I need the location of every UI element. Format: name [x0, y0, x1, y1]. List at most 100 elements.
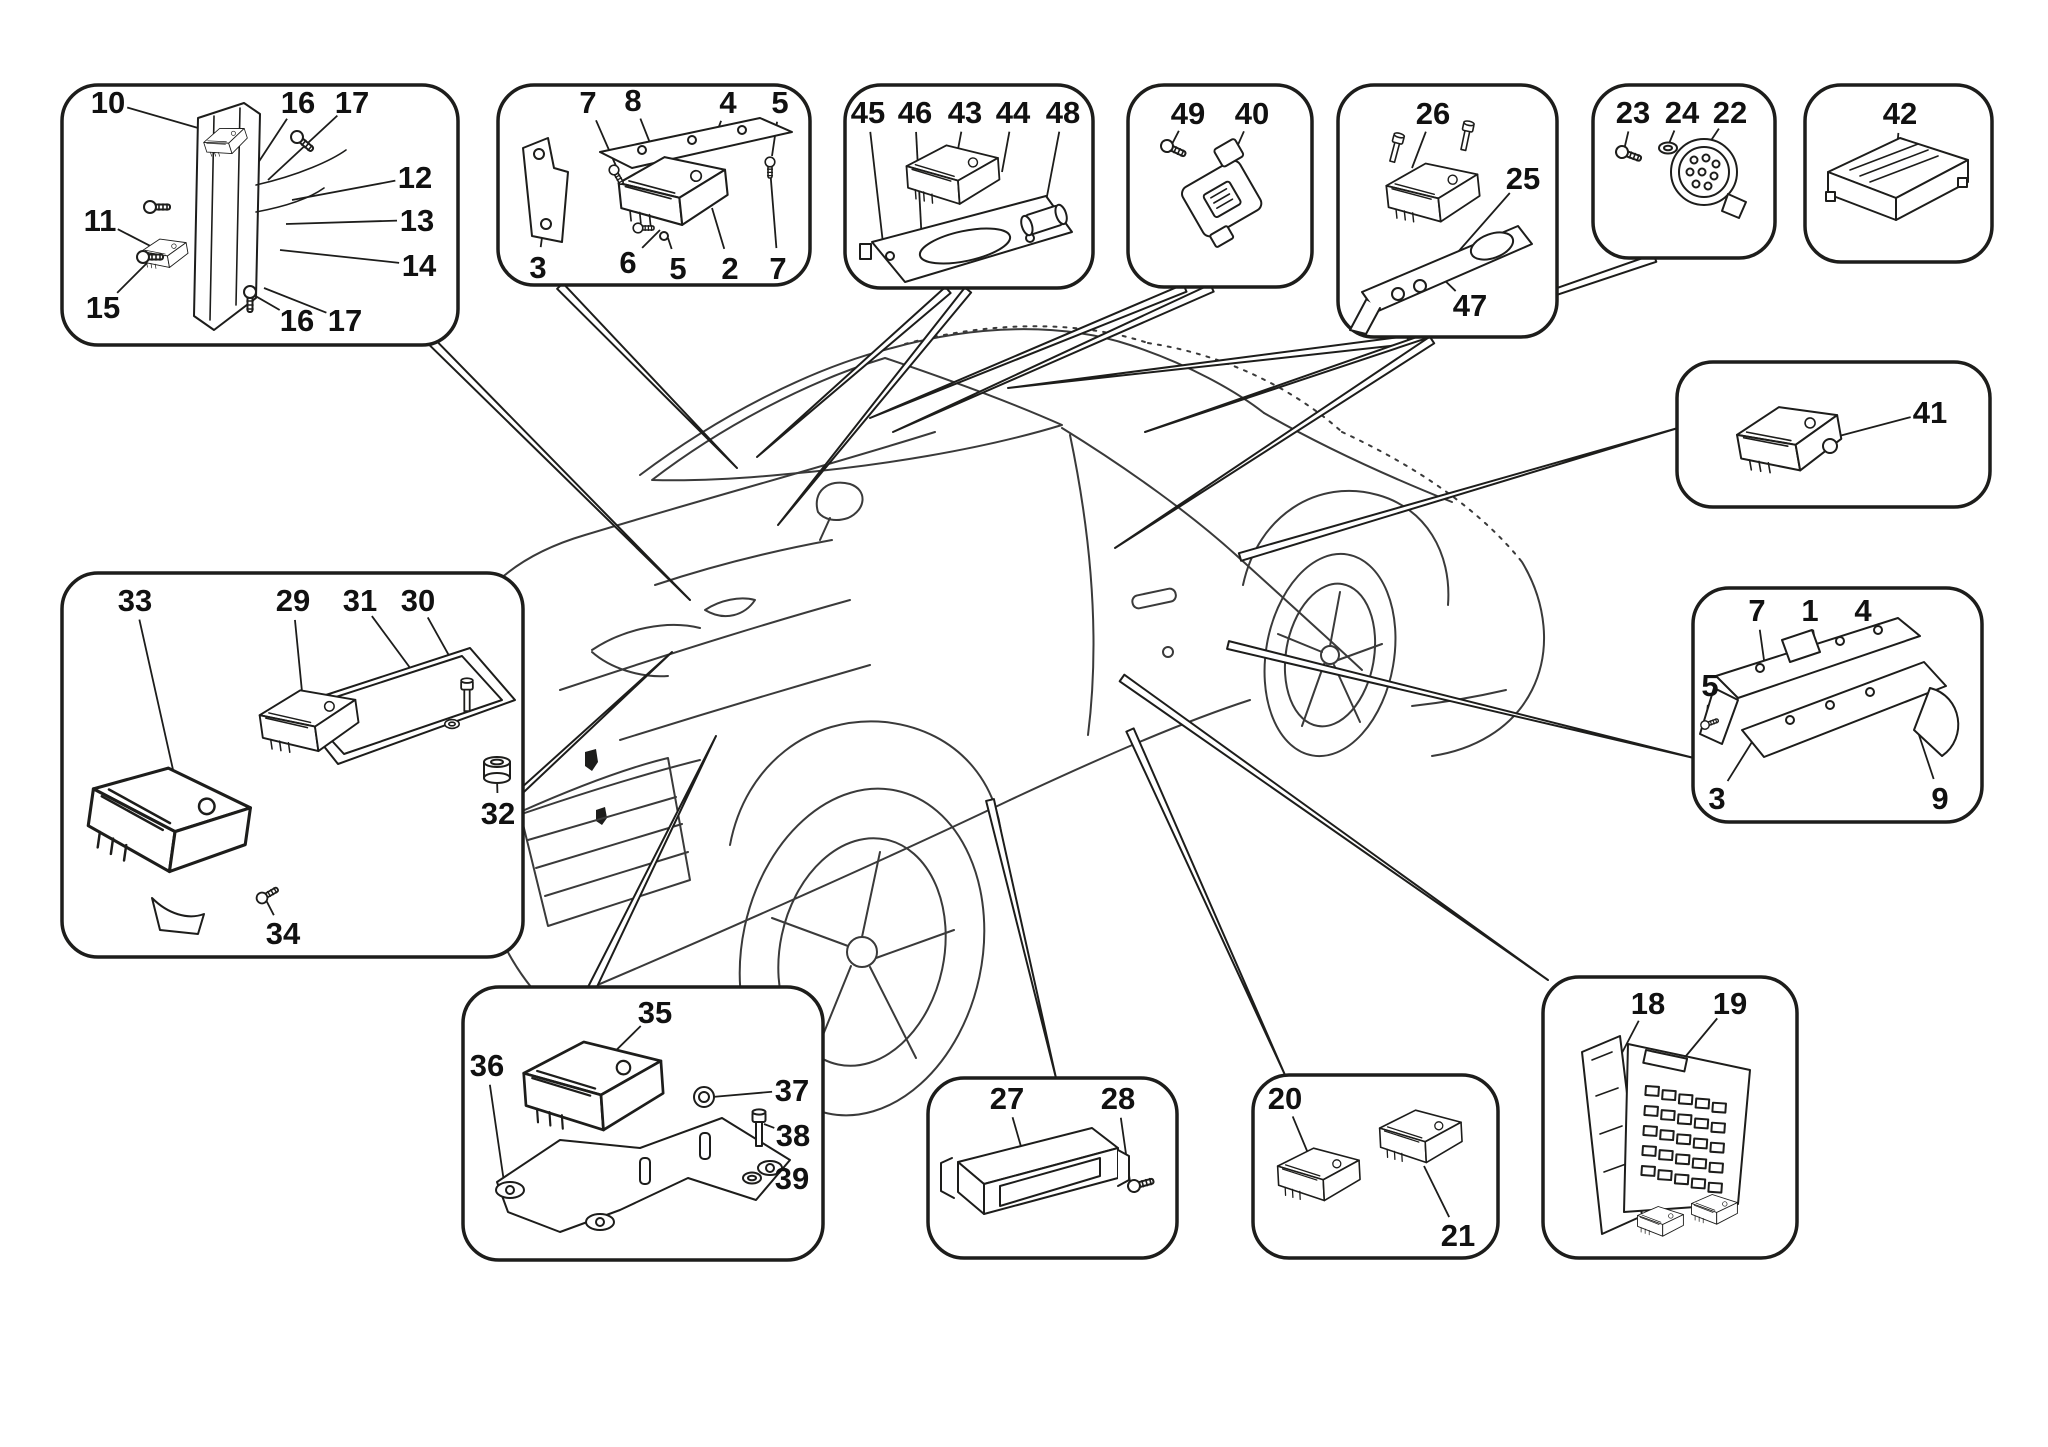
leader-lines	[421, 253, 1695, 1079]
callout-number: 28	[1101, 1081, 1135, 1116]
part-door-rail-assembly	[1698, 617, 1960, 758]
part-ecu-on-mounting-plate	[859, 140, 1073, 283]
part-alarm-siren	[1613, 138, 1747, 219]
callout-number: 13	[400, 203, 434, 238]
callout-connector	[711, 207, 726, 250]
part-amplifier	[1825, 137, 1969, 221]
callout-connector	[285, 219, 398, 225]
callout-box-left-body-modules	[60, 571, 525, 959]
callout-connector	[255, 118, 288, 167]
callout-box-top-left-column-assembly	[60, 83, 460, 347]
part-steering-column-assembly	[136, 102, 347, 331]
callout-number: 36	[470, 1048, 504, 1083]
leader-line	[1114, 335, 1436, 549]
callout-number: 8	[624, 83, 641, 118]
callout-connector	[641, 229, 661, 249]
callout-number: 7	[769, 251, 786, 286]
callout-number: 44	[996, 95, 1031, 130]
callout-number: 15	[86, 290, 120, 325]
callout-number: 41	[1913, 395, 1947, 430]
callout-number: 5	[669, 251, 686, 286]
callout-number: 47	[1453, 288, 1487, 323]
callout-number: 1	[1801, 593, 1818, 628]
callout-connector	[1011, 1116, 1023, 1151]
callout-connector	[667, 237, 673, 250]
callout-number: 19	[1713, 986, 1747, 1021]
callout-connector	[1457, 192, 1511, 253]
callout-number: 45	[851, 95, 885, 130]
callout-number: 35	[638, 995, 672, 1030]
callout-connector	[1726, 741, 1753, 782]
callout-number: 20	[1268, 1081, 1302, 1116]
callout-number: 16	[281, 85, 315, 120]
callout-number: 23	[1616, 95, 1650, 130]
callout-number: 26	[1416, 96, 1450, 131]
leader-line	[556, 282, 738, 469]
callout-number: 48	[1046, 95, 1080, 130]
callout-number: 7	[1748, 593, 1765, 628]
callout-number: 25	[1506, 161, 1540, 196]
callout-connector	[711, 1090, 773, 1098]
callout-number: 21	[1441, 1218, 1475, 1253]
leader-line	[587, 735, 717, 991]
callout-connector	[769, 167, 778, 249]
callout-connector	[869, 131, 885, 253]
callout-number: 43	[948, 95, 982, 130]
callout-number: 40	[1235, 96, 1269, 131]
callout-number: 22	[1713, 95, 1747, 130]
callout-number: 37	[775, 1073, 809, 1108]
callout-number: 17	[328, 303, 362, 338]
leader-line	[756, 285, 952, 458]
callout-number: 16	[280, 303, 314, 338]
callout-number: 5	[771, 85, 788, 120]
callout-number: 33	[118, 583, 152, 618]
callout-number: 10	[91, 85, 125, 120]
callout-number: 17	[335, 85, 369, 120]
callout-number: 3	[529, 250, 546, 285]
leader-line	[1118, 673, 1549, 981]
callout-number: 9	[1931, 781, 1948, 816]
leader-line	[777, 286, 973, 526]
callout-connector	[138, 619, 179, 793]
part-engine-ecu	[1732, 396, 1847, 482]
callout-number: 4	[1854, 593, 1872, 628]
callout-number: 39	[775, 1161, 809, 1196]
callout-number: 18	[1631, 986, 1665, 1021]
callout-connector	[1423, 1165, 1450, 1218]
callout-number: 34	[266, 916, 301, 951]
callout-connector	[265, 899, 275, 916]
callout-number: 31	[343, 583, 377, 618]
callout-number: 42	[1883, 96, 1917, 131]
callout-number: 32	[481, 796, 515, 831]
callout-connector	[488, 1084, 505, 1183]
callout-number: 14	[402, 248, 437, 283]
callout-connector	[116, 261, 149, 294]
callout-connector	[763, 1123, 775, 1129]
part-airbag-ecu-bracket	[495, 1035, 791, 1233]
callout-number: 27	[990, 1081, 1024, 1116]
leader-line	[1226, 640, 1695, 759]
callout-connector	[263, 287, 327, 314]
callout-number: 6	[619, 245, 636, 280]
callout-number: 12	[398, 160, 432, 195]
callout-connector	[1411, 131, 1427, 169]
callout-number: 29	[276, 583, 310, 618]
part-yaw-rate-sensor	[1158, 137, 1263, 248]
leader-line	[1237, 427, 1679, 562]
callout-number: 49	[1171, 96, 1205, 131]
callout-number: 38	[776, 1118, 810, 1153]
callout-number: 46	[898, 95, 932, 130]
car-illustration	[446, 325, 1546, 1117]
callout-connector	[267, 114, 338, 181]
callout-number: 24	[1665, 95, 1700, 130]
callout-connector	[1917, 731, 1935, 780]
callout-connector	[1001, 131, 1011, 173]
callout-number: 3	[1708, 781, 1725, 816]
part-airbag-control-module	[522, 117, 793, 243]
part-fuse-box	[1581, 1035, 1751, 1237]
part-ecu-with-bracket	[1349, 119, 1533, 335]
callout-connector	[1758, 629, 1765, 661]
